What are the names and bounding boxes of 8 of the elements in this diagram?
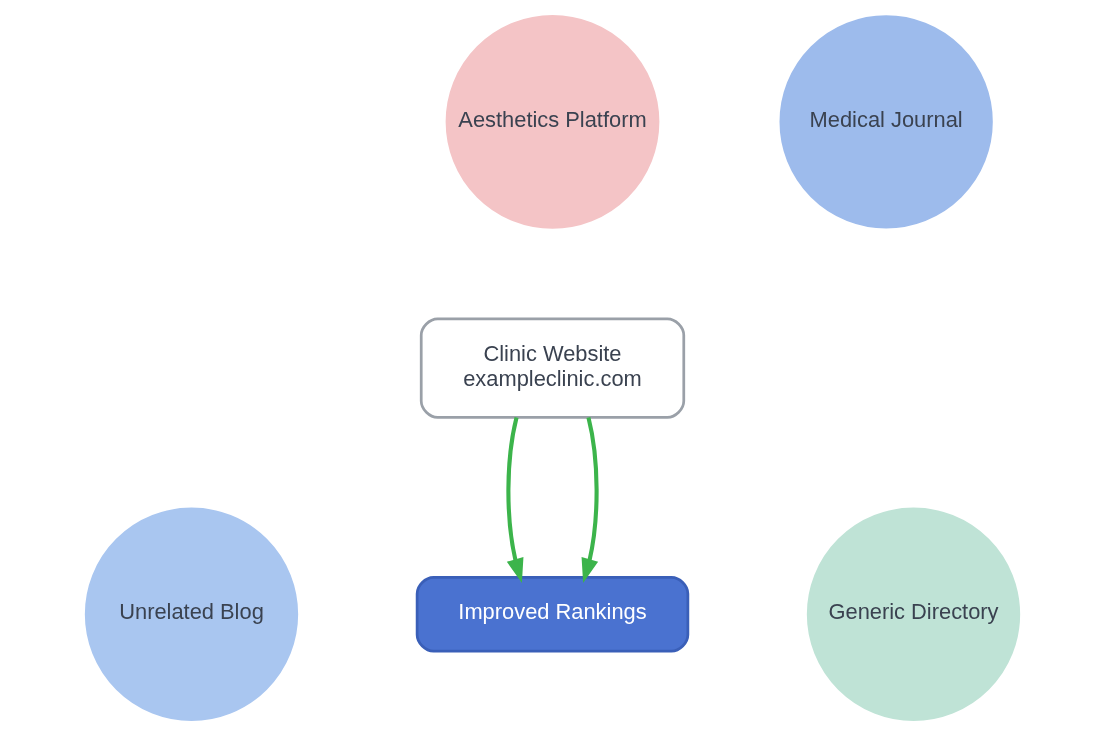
node-circle: Unrelated Blog <box>81 504 301 724</box>
node-circle: Medical Journal <box>776 12 996 232</box>
arrow <box>505 417 523 584</box>
node-circle: Aesthetics Platform <box>442 12 662 232</box>
node-box: Improved Rankings <box>415 575 689 653</box>
node-box: Clinic Website exampleclinic.com <box>419 317 685 419</box>
arrow <box>581 417 599 584</box>
node-circle: Generic Directory <box>803 504 1023 724</box>
